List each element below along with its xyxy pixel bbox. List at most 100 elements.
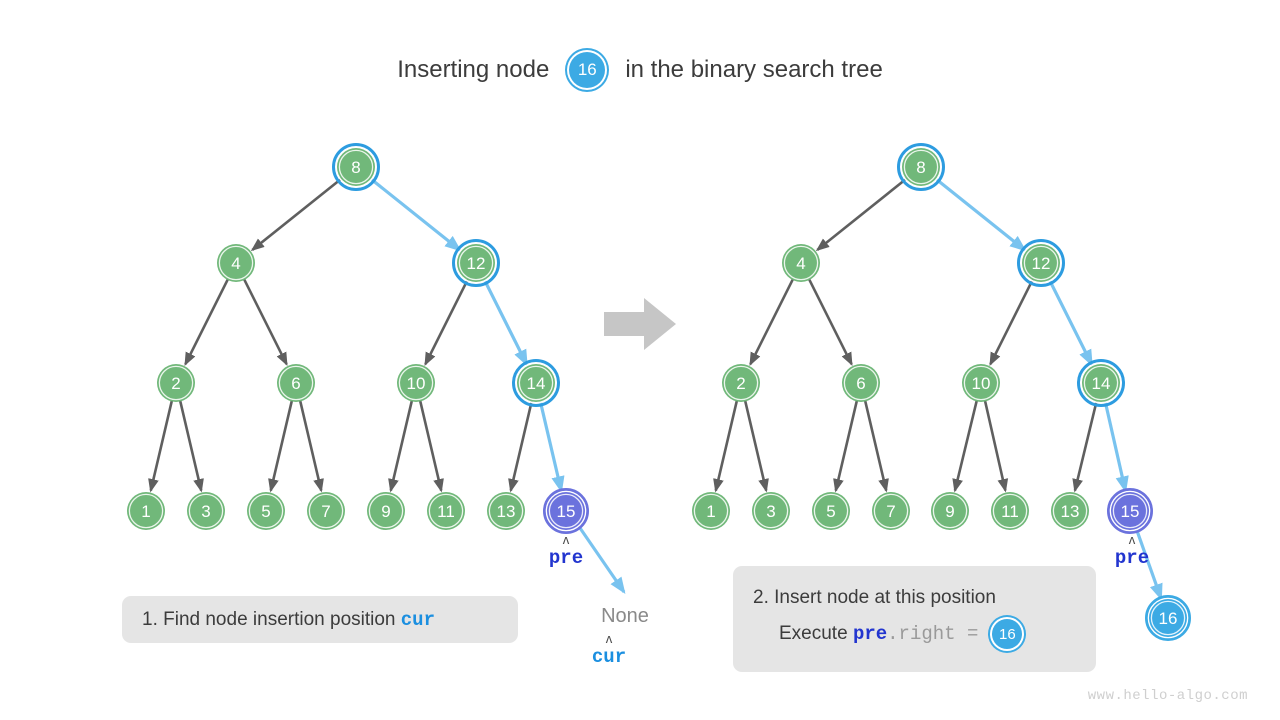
node-circle — [547, 492, 585, 530]
node-circle — [397, 364, 435, 402]
node-circle — [127, 492, 165, 530]
tree-node-8: 8 — [332, 143, 380, 191]
pre-caret-icon: ʌ — [562, 532, 570, 547]
tree-node-2: 2 — [722, 364, 760, 402]
node-label: 14 — [527, 374, 546, 393]
caption-2-node-16: 16 — [990, 617, 1025, 651]
tree-edges — [713, 176, 1163, 601]
left-pre-pointer: ʌ pre — [536, 533, 596, 568]
pre-caret-icon: ʌ — [1128, 532, 1136, 547]
tree-edge — [983, 399, 1009, 493]
node-circle — [1082, 364, 1120, 402]
node-label: 9 — [945, 502, 954, 521]
node-circle — [217, 244, 255, 282]
page-title: Inserting node 16 in the binary search t… — [0, 50, 1280, 90]
watermark: www.hello-algo.com — [1087, 688, 1248, 704]
node-label: 2 — [736, 374, 745, 393]
node-circle — [1051, 492, 1089, 530]
tree-node-13: 13 — [487, 492, 525, 530]
node-circle — [692, 492, 730, 530]
left-cur-pointer: ʌ cur — [578, 632, 640, 667]
node-circle — [902, 148, 940, 186]
node-label: 13 — [497, 502, 516, 521]
node-circle — [1022, 244, 1060, 282]
tree-edge — [749, 277, 795, 367]
node-label: 1 — [141, 502, 150, 521]
node-label: 4 — [231, 254, 240, 273]
node-circle — [337, 148, 375, 186]
tree-node-4: 4 — [217, 244, 255, 282]
node-circle — [247, 492, 285, 530]
node-circle — [962, 364, 1000, 402]
node-circle — [427, 492, 465, 530]
tree-node-14: 14 — [1077, 359, 1125, 407]
tree-edge — [250, 176, 344, 252]
node-label: 3 — [766, 502, 775, 521]
tree-node-1: 1 — [127, 492, 165, 530]
tree-edge — [989, 277, 1035, 367]
caption-2-pointer: pre — [852, 623, 888, 645]
tree-edge — [418, 399, 444, 493]
tree-edge — [178, 399, 204, 493]
tree-node-15: 15 — [543, 488, 589, 534]
tree-node-11: 11 — [427, 492, 465, 530]
cur-caret-icon: ʌ — [605, 631, 613, 646]
tree-node-16: 16 — [1145, 595, 1191, 641]
right-arrow-icon — [604, 298, 676, 350]
node-label: 7 — [321, 502, 330, 521]
tree-node-9: 9 — [931, 492, 969, 530]
tree-edge — [807, 277, 853, 367]
node-label: 13 — [1061, 502, 1080, 521]
tree-edge — [482, 277, 529, 367]
node-label: 8 — [916, 158, 925, 177]
node-label: 5 — [261, 502, 270, 521]
node-label: 4 — [796, 254, 805, 273]
none-label: None — [601, 605, 649, 627]
node-circle — [187, 492, 225, 530]
tree-node-13: 13 — [1051, 492, 1089, 530]
node-circle — [367, 492, 405, 530]
node-label: 1 — [706, 502, 715, 521]
tree-edge — [298, 399, 324, 493]
node-label: 3 — [201, 502, 210, 521]
node-circle — [307, 492, 345, 530]
title-prefix: Inserting node — [397, 56, 550, 83]
node-circle — [722, 364, 760, 402]
tree-node-15: 15 — [1107, 488, 1153, 534]
node-label: 5 — [826, 502, 835, 521]
caption-2-execute-label: Execute — [779, 623, 848, 644]
node-label: 12 — [467, 254, 486, 273]
tree-edge-null — [578, 527, 626, 595]
tree-edge — [1134, 526, 1163, 601]
tree-node-11: 11 — [991, 492, 1029, 530]
tree-node-12: 12 — [1017, 239, 1065, 287]
node-label: 7 — [886, 502, 895, 521]
tree-node-2: 2 — [157, 364, 195, 402]
node-label: 12 — [1032, 254, 1051, 273]
tree-edge — [952, 399, 979, 493]
node-label: 10 — [972, 374, 991, 393]
caption-2-code: .right = — [887, 623, 979, 645]
cur-label: cur — [591, 646, 627, 668]
tree-edge — [184, 277, 230, 367]
node-circle — [517, 364, 555, 402]
node-circle — [1111, 492, 1149, 530]
tree-node-8: 8 — [897, 143, 945, 191]
node-label: 6 — [856, 374, 865, 393]
caption-1-line: 1. Find node insertion position cur — [142, 609, 435, 631]
tree-node-3: 3 — [752, 492, 790, 530]
tree-node-7: 7 — [872, 492, 910, 530]
caption-1-pointer: cur — [400, 608, 435, 631]
tree-edge — [148, 399, 174, 493]
node-label: 11 — [437, 502, 455, 521]
tree-node-5: 5 — [812, 492, 850, 530]
node-circle — [1149, 599, 1187, 637]
node-circle — [752, 492, 790, 530]
tree-node-6: 6 — [277, 364, 315, 402]
tree-edge — [833, 399, 859, 493]
tree-edge — [933, 176, 1027, 252]
